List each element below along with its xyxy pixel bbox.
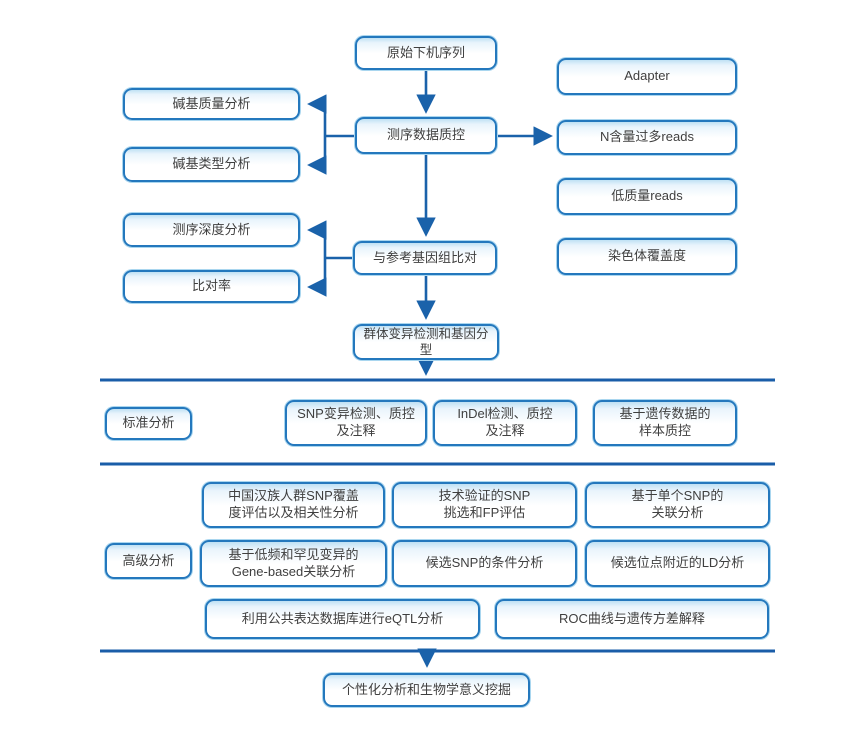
- node-conditional-snp: 候选SNP的条件分析: [392, 540, 577, 587]
- node-snp-detection: SNP变异检测、质控 及注释: [285, 400, 427, 446]
- node-n-reads: N含量过多reads: [557, 120, 737, 155]
- node-raw-sequence: 原始下机序列: [355, 36, 497, 70]
- node-base-quality: 碱基质量分析: [123, 88, 300, 120]
- node-single-snp-association: 基于单个SNP的 关联分析: [585, 482, 770, 528]
- node-sample-qc: 基于遗传数据的 样本质控: [593, 400, 737, 446]
- node-chromosome-coverage: 染色体覆盖度: [557, 238, 737, 275]
- label-advanced-analysis: 高级分析: [105, 543, 192, 579]
- node-data-qc: 测序数据质控: [355, 117, 497, 154]
- node-mapping-rate: 比对率: [123, 270, 300, 303]
- node-han-snp-coverage: 中国汉族人群SNP覆盖 度评估以及相关性分析: [202, 482, 385, 528]
- node-adapter: Adapter: [557, 58, 737, 95]
- node-align-reference: 与参考基因组比对: [353, 241, 497, 275]
- node-indel-detection: InDel检测、质控 及注释: [433, 400, 577, 446]
- node-roc-variance: ROC曲线与遗传方差解释: [495, 599, 769, 639]
- node-variant-calling: 群体变异检测和基因分型: [353, 324, 499, 360]
- node-tech-validated-snp: 技术验证的SNP 挑选和FP评估: [392, 482, 577, 528]
- node-personalized-analysis: 个性化分析和生物学意义挖掘: [323, 673, 530, 707]
- node-depth-analysis: 测序深度分析: [123, 213, 300, 247]
- label-standard-analysis: 标准分析: [105, 407, 192, 440]
- node-eqtl-analysis: 利用公共表达数据库进行eQTL分析: [205, 599, 480, 639]
- node-base-type: 碱基类型分析: [123, 147, 300, 182]
- node-gene-based-association: 基于低频和罕见变异的 Gene-based关联分析: [200, 540, 387, 587]
- node-ld-analysis: 候选位点附近的LD分析: [585, 540, 770, 587]
- node-low-quality-reads: 低质量reads: [557, 178, 737, 215]
